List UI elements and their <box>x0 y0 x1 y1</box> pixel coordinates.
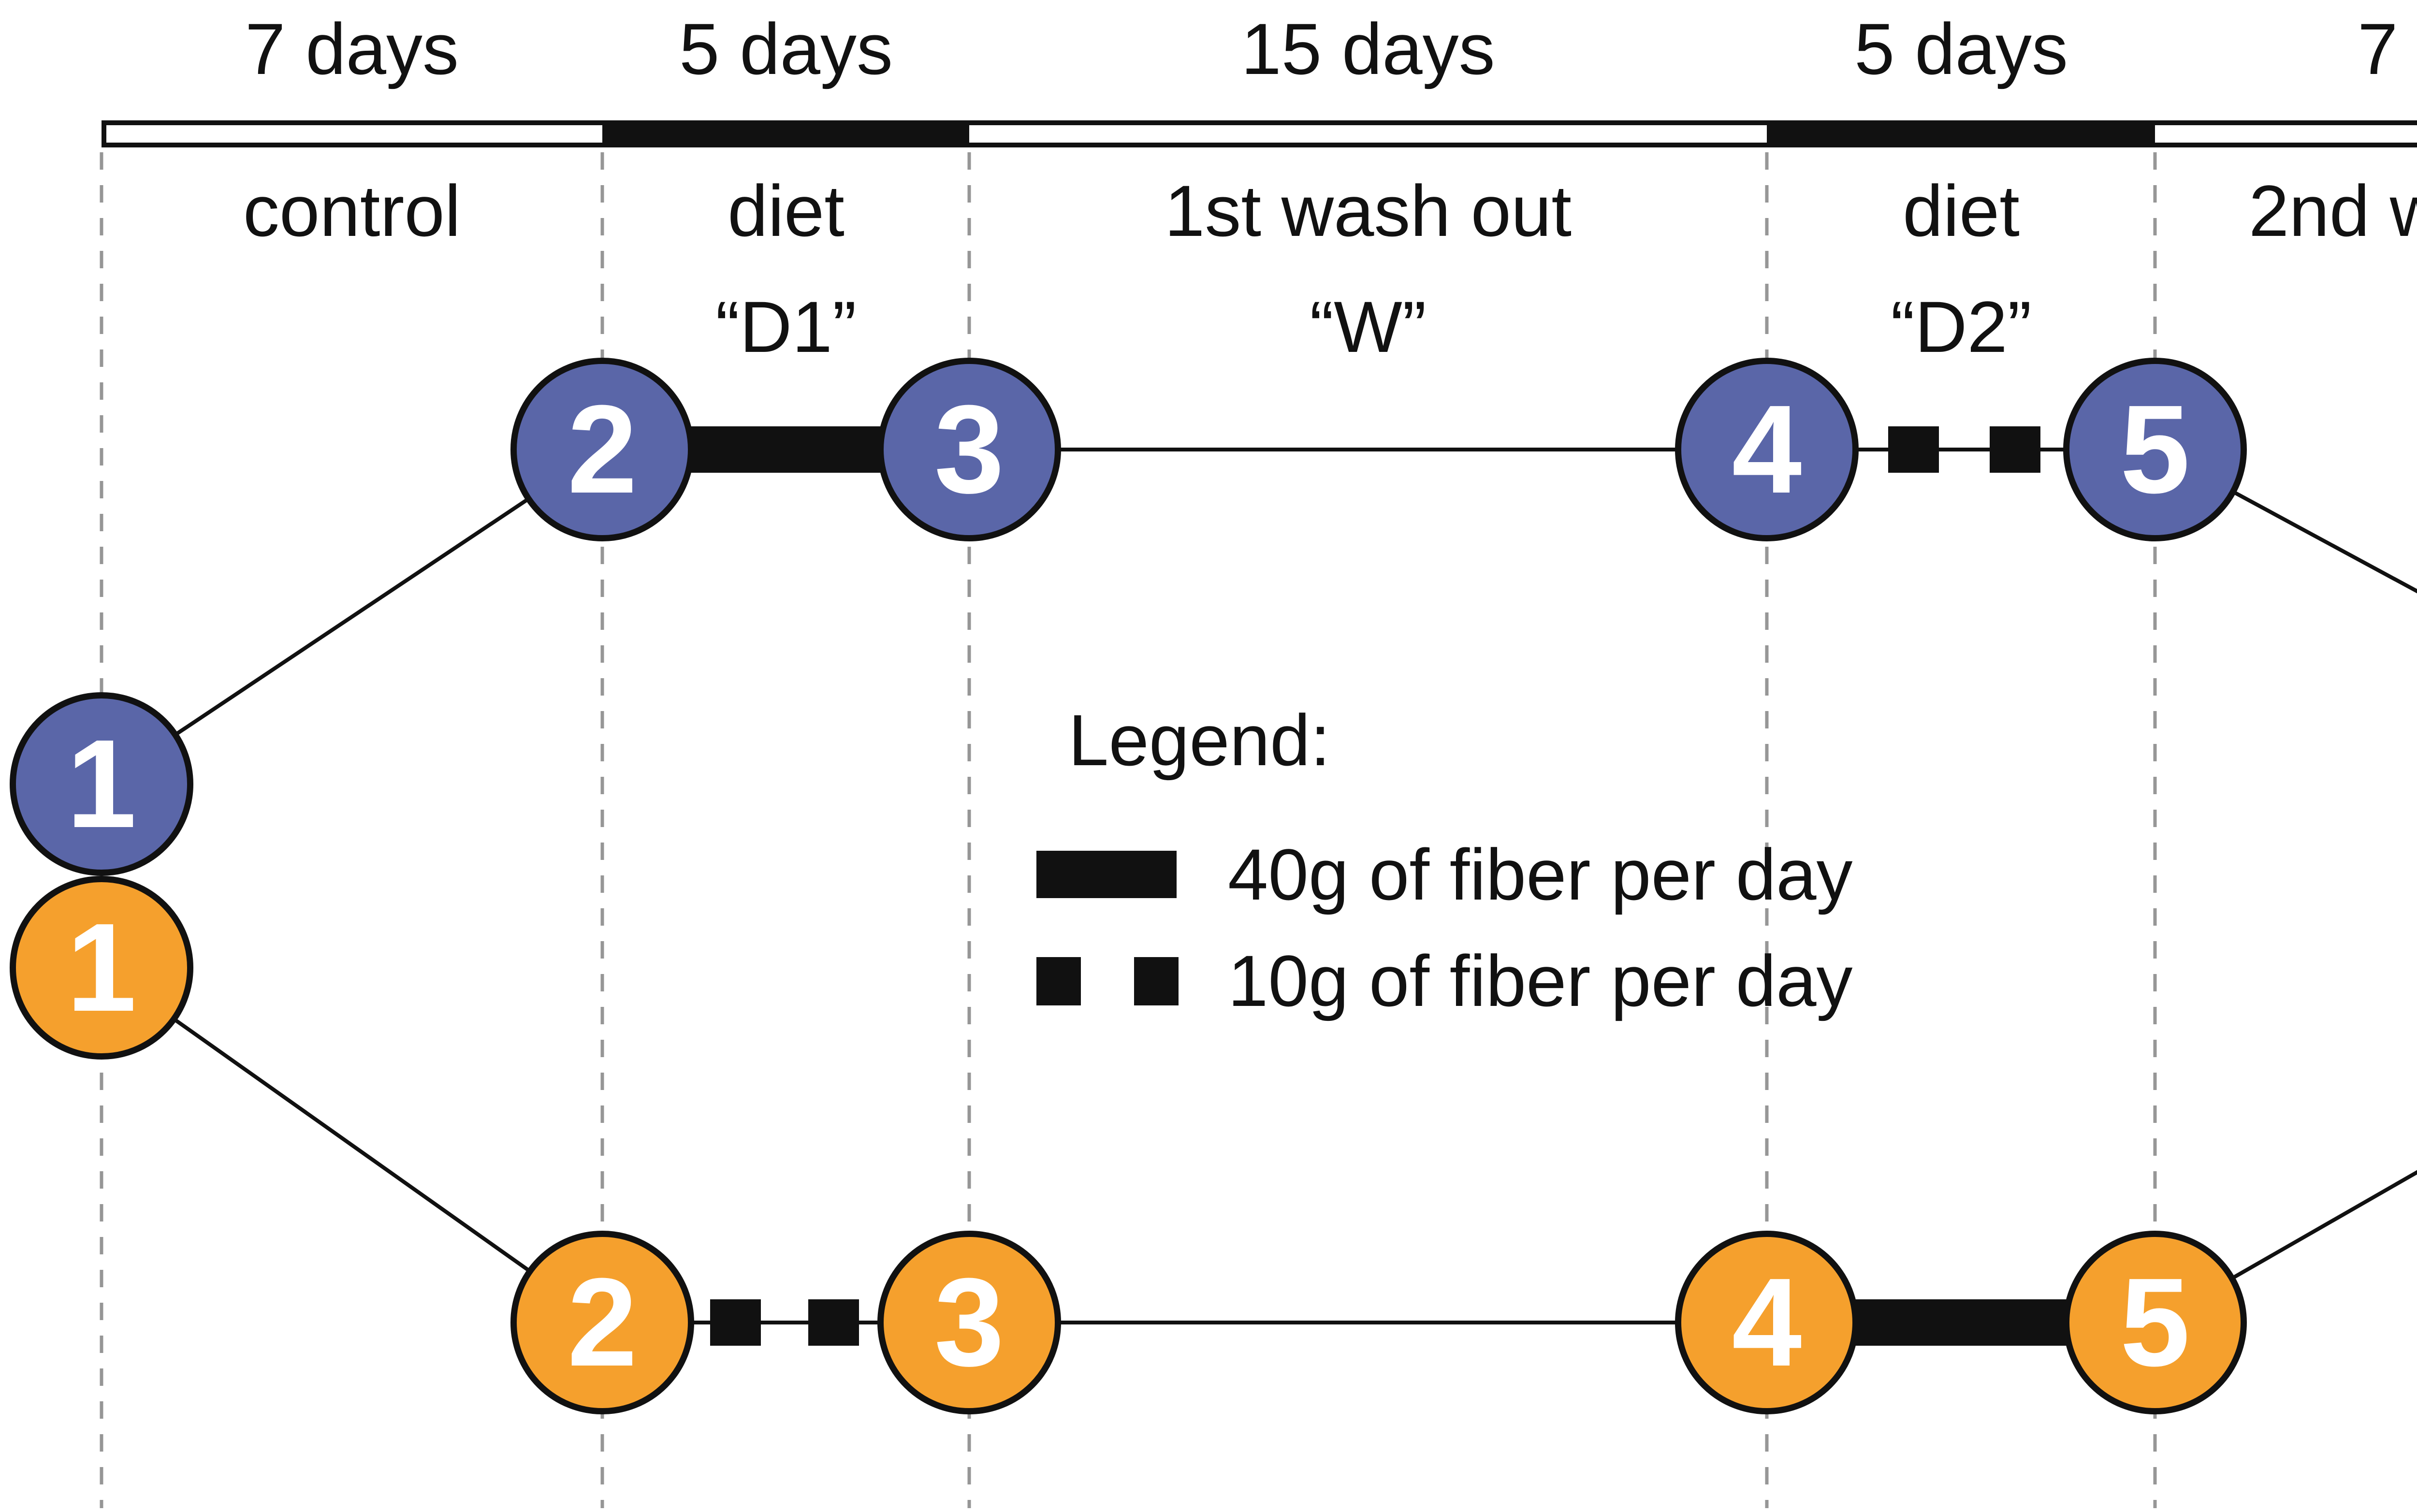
orange-link-5-6 <box>2154 1170 2417 1324</box>
phase-label: control <box>243 170 461 251</box>
two-squares-icon <box>1036 957 1081 1005</box>
phase-code-d2: “D2” <box>1891 286 2032 367</box>
phase-code-d1: “D1” <box>715 286 857 367</box>
orange-10g-square-1 <box>710 1299 761 1346</box>
timeline-diet1-black-segment <box>602 120 969 147</box>
legend-item-label: 40g of fiber per day <box>1228 834 1853 915</box>
blue-10g-square-1 <box>1888 426 1939 473</box>
arm-connector-lines <box>100 448 2417 1324</box>
phase-label: 1st wash out <box>1164 170 1572 251</box>
phase-duration: 15 days <box>1241 8 1495 89</box>
orange-node-4: 4 <box>1675 1231 1859 1414</box>
phase-label: 2nd wash out <box>2248 170 2417 251</box>
two-squares-icon <box>1134 957 1179 1005</box>
timeline-diet2-black-segment <box>1767 120 2155 147</box>
phase-code-w: “W” <box>1310 286 1427 367</box>
legend-item-label: 10g of fiber per day <box>1228 940 1853 1021</box>
blue-node-3: 3 <box>877 358 1061 541</box>
phase-duration: 7 days <box>245 8 459 89</box>
blue-10g-square-2 <box>1990 426 2040 473</box>
blue-node-4: 4 <box>1675 358 1859 541</box>
blue-link-1-2 <box>100 448 604 786</box>
blue-link-5-6 <box>2154 448 2417 594</box>
orange-node-5: 5 <box>2063 1231 2247 1414</box>
phase-duration: 5 days <box>679 8 893 89</box>
blue-node-5: 5 <box>2063 358 2247 541</box>
legend-title: Legend: <box>1068 699 1331 781</box>
solid-bar-icon <box>1036 851 1177 898</box>
phase-label: diet <box>1903 170 2020 251</box>
orange-node-3: 3 <box>877 1231 1061 1414</box>
blue-node-1: 1 <box>10 692 193 876</box>
phase-duration: 5 days <box>1854 8 2068 89</box>
phase-duration: 7 days <box>2358 8 2417 89</box>
orange-link-1-2 <box>100 966 604 1324</box>
orange-node-2: 2 <box>510 1231 694 1414</box>
timeline-bar <box>102 120 2417 147</box>
10g-square-marks <box>710 426 2040 1346</box>
orange-10g-square-2 <box>808 1299 859 1346</box>
orange-node-1: 1 <box>10 876 193 1060</box>
blue-node-2: 2 <box>510 358 694 541</box>
phase-label: diet <box>728 170 844 251</box>
